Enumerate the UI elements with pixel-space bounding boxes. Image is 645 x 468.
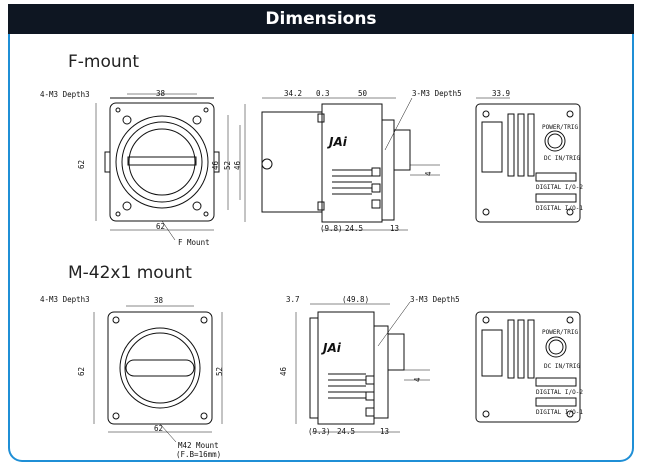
m42mount-title: M-42x1 mount: [68, 263, 192, 283]
m42-side-b3: 13: [380, 427, 389, 436]
m42-side-r: 4: [413, 377, 422, 382]
m42-flange: (F.B=16mm): [176, 450, 221, 459]
fmount-front-screw-note: 4-M3 Depth3: [40, 90, 90, 99]
m42-side-logo: JAi: [321, 341, 342, 355]
m42-side-view: [295, 301, 430, 433]
fmount-side-screw-note: 3-M3 Depth5: [412, 89, 462, 98]
fmount-side-b1: (9.8): [320, 224, 343, 233]
m42-side-b2: 24.5: [337, 427, 355, 436]
m42-front-top-width: 38: [154, 296, 164, 305]
m42-side-screw-note: 3-M3 Depth5: [410, 295, 460, 304]
fmount-rear-dio2: DIGITAL I/O-2: [536, 184, 583, 191]
fmount-side-r: 4: [424, 171, 433, 176]
fmount-side-d3: 50: [358, 89, 368, 98]
fmount-side-d2: 0.3: [316, 89, 330, 98]
dimensions-header: Dimensions: [8, 4, 634, 34]
dimensions-card: [8, 4, 634, 462]
fmount-front-view: [95, 93, 241, 241]
fmount-rear-width: 33.9: [492, 89, 510, 98]
m42-front-view: [93, 305, 223, 443]
fmount-front-right-dim: 46: [211, 160, 220, 170]
fmount-mount-label: F Mount: [178, 238, 210, 247]
header-title: Dimensions: [265, 9, 377, 29]
fmount-side-b2: 24.5: [345, 224, 363, 233]
m42-rear-dio1: DIGITAL I/O-1: [536, 409, 583, 416]
fmount-front-height: 62: [77, 160, 86, 169]
m42-side-d2: (49.8): [342, 295, 369, 304]
fmount-side-view: [244, 97, 440, 231]
fmount-side-logo: JAi: [327, 135, 348, 149]
m42-rear-dio2: DIGITAL I/O-2: [536, 389, 583, 396]
fmount-rear-power: POWER/TRIG: [542, 124, 579, 131]
m42-front-screw-note: 4-M3 Depth3: [40, 295, 90, 304]
m42-front-height: 62: [77, 367, 86, 376]
fmount-front-right-dim2: 52: [223, 161, 232, 170]
fmount-side-h: 46: [233, 160, 242, 170]
m42-side-b1: (9.3): [308, 427, 331, 436]
m42-mount-label: M42 Mount: [178, 441, 219, 450]
m42-front-bottom-width: 62: [154, 424, 163, 433]
fmount-side-b3: 13: [390, 224, 399, 233]
m42-front-right-dim: 52: [215, 367, 224, 376]
m42-rear-power: POWER/TRIG: [542, 329, 579, 336]
m42-rear-view: [475, 311, 581, 423]
fmount-rear-dcin: DC IN/TRIG: [544, 155, 581, 162]
m42-side-d1: 3.7: [286, 295, 300, 304]
fmount-title: F-mount: [68, 52, 140, 72]
fmount-front-top-width: 38: [156, 89, 166, 98]
fmount-rear-view: [475, 97, 581, 223]
m42-side-h: 46: [279, 366, 288, 376]
fmount-side-d1: 34.2: [284, 89, 302, 98]
fmount-front-bottom-width: 62: [156, 222, 165, 231]
fmount-rear-dio1: DIGITAL I/O-1: [536, 205, 583, 212]
m42-rear-dcin: DC IN/TRIG: [544, 363, 581, 370]
